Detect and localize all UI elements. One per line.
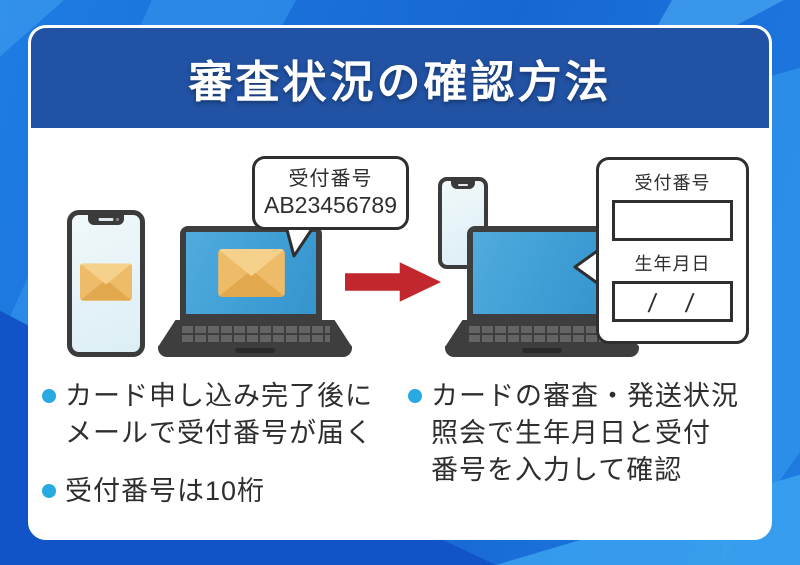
bullet-dot-icon <box>42 389 56 403</box>
phone-notch <box>451 181 475 189</box>
phone-speaker <box>98 218 114 221</box>
phone-notch <box>88 215 124 225</box>
note-text: 受付番号は10桁 <box>65 473 265 510</box>
note-line: カード申し込み完了後に <box>65 381 373 411</box>
card-header: 審査状況の確認方法 <box>31 28 769 128</box>
laptop-icon <box>180 226 322 320</box>
reception-number-bubble: 受付番号 AB23456789 <box>252 156 409 230</box>
keyboard-keys <box>467 324 617 344</box>
status-check-form-bubble: 受付番号 生年月日 / / <box>596 157 749 344</box>
note-line: 番号を入力して確認 <box>431 455 683 485</box>
note-text: カード申し込み完了後に メールで受付番号が届く <box>65 378 373 452</box>
smartphone-icon <box>67 210 145 357</box>
bubble-tail <box>573 247 601 287</box>
list-item: 受付番号は10桁 <box>42 473 265 510</box>
birthdate-field-value: / / <box>646 288 698 318</box>
keyboard-keys <box>180 324 330 344</box>
laptop-icon <box>467 226 609 320</box>
laptop-base <box>445 346 639 357</box>
receipt-number-label: 受付番号 <box>634 173 711 193</box>
note-line: 受付番号は10桁 <box>65 476 266 506</box>
phone-speaker <box>458 184 468 186</box>
bullet-dot-icon <box>42 484 56 498</box>
laptop-base <box>158 346 352 357</box>
laptop-notch <box>522 348 562 353</box>
note-line: カードの審査・発送状況 <box>431 381 739 411</box>
smartphone-icon <box>438 177 488 269</box>
note-line: メールで受付番号が届く <box>65 418 373 448</box>
birthdate-field: / / <box>612 281 733 322</box>
list-item: カード申し込み完了後に メールで受付番号が届く <box>42 378 373 452</box>
bubble-tail <box>284 225 316 258</box>
note-text: カードの審査・発送状況 照会で生年月日と受付 番号を入力して確認 <box>431 378 739 489</box>
page-title: 審査状況の確認方法 <box>188 58 612 107</box>
reception-number-value: AB23456789 <box>263 192 397 218</box>
email-icon <box>80 263 132 301</box>
phone-camera-icon <box>116 218 119 221</box>
receipt-number-field <box>612 200 733 241</box>
list-item: カードの審査・発送状況 照会で生年月日と受付 番号を入力して確認 <box>408 378 739 489</box>
note-line: 照会で生年月日と受付 <box>431 418 711 448</box>
laptop-keyboard <box>158 320 352 347</box>
bullet-dot-icon <box>408 389 422 403</box>
reception-number-label: 受付番号 <box>288 168 373 190</box>
email-icon <box>217 249 285 297</box>
birthdate-label: 生年月日 <box>634 254 711 274</box>
laptop-screen <box>186 232 316 314</box>
laptop-notch <box>235 348 275 353</box>
